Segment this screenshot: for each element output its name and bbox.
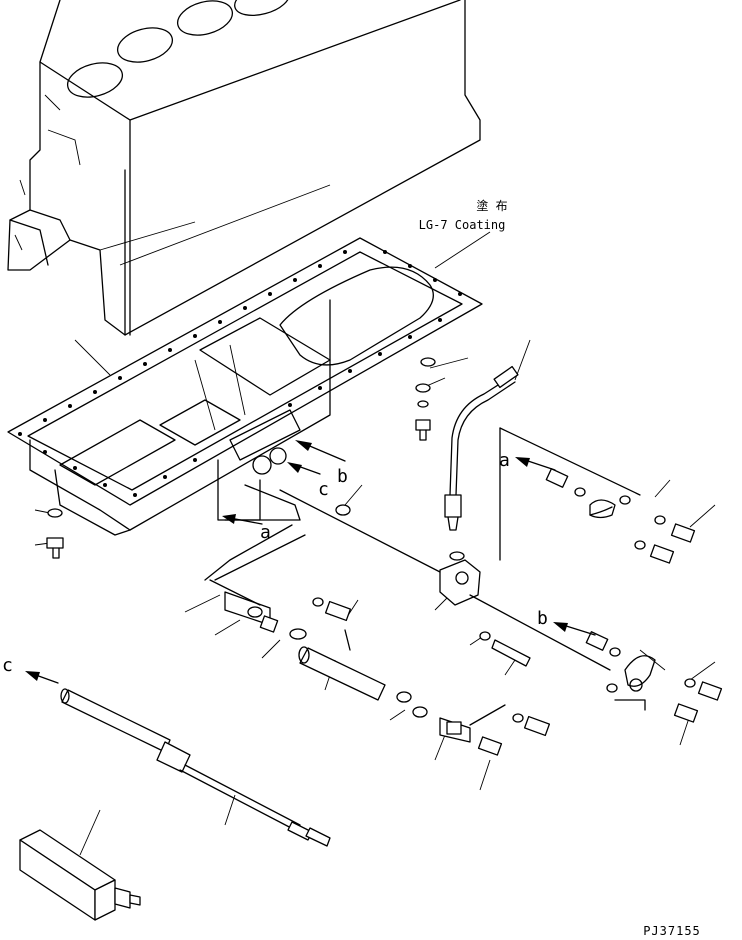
ref-a-upper: a — [260, 522, 271, 543]
ref-a-right: a — [499, 450, 510, 471]
engine-block — [7, 0, 481, 336]
clamp-lower-right — [469, 594, 723, 723]
oil-pan — [7, 237, 483, 536]
coating-label-jp: 塗 布 — [476, 198, 507, 213]
plug-c — [335, 504, 351, 516]
long-bolt — [479, 631, 531, 667]
ref-b-upper: b — [337, 466, 348, 487]
clip-upper — [209, 534, 352, 640]
bolt-vertical — [415, 419, 431, 441]
washers-stack — [415, 383, 431, 408]
washer-left — [47, 508, 63, 518]
arrows — [25, 440, 596, 684]
long-tube — [60, 688, 331, 847]
drawing-number: PJ37155 — [643, 924, 701, 938]
dipstick-tube — [444, 365, 519, 531]
clip-lower — [396, 691, 551, 756]
ref-c-left: c — [2, 655, 13, 676]
clamp-upper-right — [499, 427, 696, 564]
o-ring-top — [420, 357, 436, 367]
guide-block — [439, 559, 481, 606]
gasket-holes — [18, 250, 462, 497]
o-ring-mid — [449, 551, 465, 561]
drain-bolt-left — [46, 537, 64, 559]
ref-c-upper: c — [318, 479, 329, 500]
coating-label-en: LG-7 Coating — [419, 218, 506, 232]
ref-b-right: b — [537, 608, 548, 629]
gauge-body — [19, 829, 141, 921]
rod-middle — [298, 646, 386, 701]
guide-lines — [204, 484, 441, 651]
